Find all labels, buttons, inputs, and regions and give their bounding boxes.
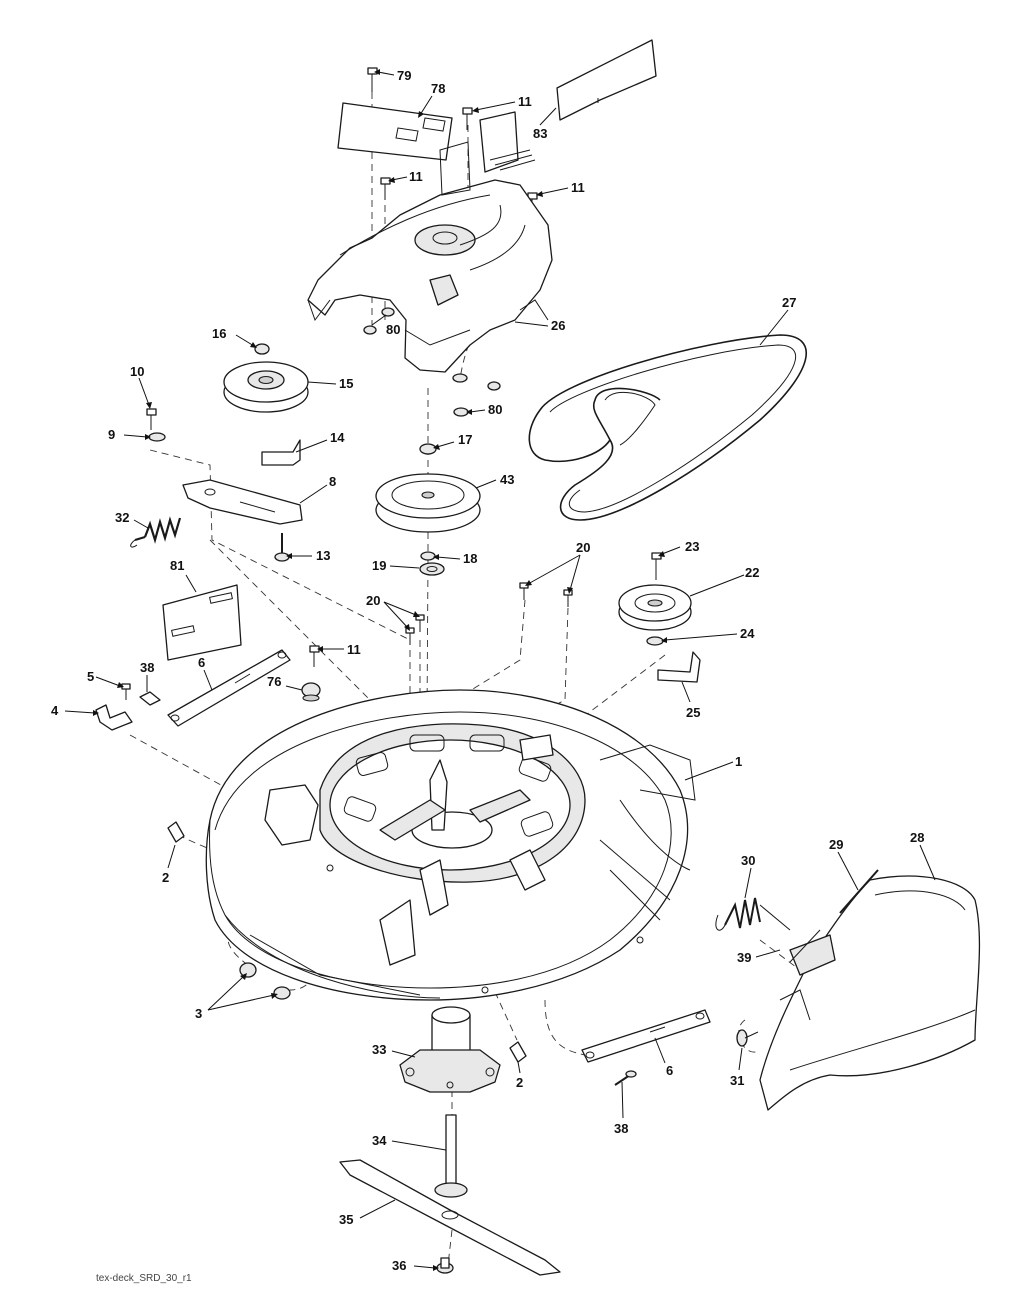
washer-part-24 [646,636,664,646]
blade-part-35 [339,1159,561,1276]
callout-10: 10 [130,364,144,379]
discharge-chute-part-28 [759,875,981,1111]
callout-32: 32 [115,510,129,525]
callout-81: 81 [170,558,184,573]
callout-leaders [64,69,936,1271]
bolt-part-31 [736,1029,759,1047]
callout-43: 43 [500,472,514,487]
pin-part-2-left [167,821,185,843]
callout-23: 23 [685,539,699,554]
callout-8: 8 [329,474,336,489]
callout-6: 6 [198,655,205,670]
callout-5: 5 [87,669,94,684]
callout-33: 33 [372,1042,386,1057]
callout-18: 18 [463,551,477,566]
callout-38: 38 [140,660,154,675]
callout-2: 2 [162,870,169,885]
link-part-6-lower [581,1009,711,1063]
plate-part-81 [162,584,242,661]
callout-26: 26 [551,318,565,333]
callout-25: 25 [686,705,700,720]
callout-1: 1 [735,754,742,769]
callout-78: 78 [431,81,445,96]
drive-belt-part-27 [528,334,807,521]
cover-plate-part-78 [337,102,453,161]
diagram-caption: tex-deck_SRD_30_r1 [96,1273,192,1284]
callout-11: 11 [347,642,361,657]
callout-24: 24 [740,626,755,641]
callout-29: 29 [829,837,843,852]
pin-part-2-bottom [509,1041,527,1063]
spindle-shaft-part-34 [434,1114,468,1198]
callout-6: 6 [666,1063,673,1078]
callout-30: 30 [741,853,755,868]
callout-39: 39 [737,950,751,965]
callout-19: 19 [372,558,386,573]
callout-2: 2 [516,1075,523,1090]
callout-9: 9 [108,427,115,442]
nut-part-76 [301,682,321,702]
callout-11: 11 [409,169,423,184]
callout-4: 4 [51,703,59,718]
callout-11: 11 [518,94,532,109]
callout-22: 22 [745,565,759,580]
callout-20: 20 [366,593,380,608]
callout-36: 36 [392,1258,406,1273]
bolt-part-36 [436,1257,454,1274]
bolt-part-20 [405,582,573,645]
callout-15: 15 [339,376,353,391]
bolt-part-13 [274,533,290,562]
spindle-housing-part-33 [399,1006,501,1093]
pin-part-38-upper [139,691,161,706]
nut-part-80 [363,307,501,417]
bolt-part-10 [146,408,157,430]
callout-13: 13 [316,548,330,563]
bolt-part-23 [651,552,662,580]
nut-part-17 [419,443,437,455]
callout-17: 17 [458,432,472,447]
idler-pulley-part-22 [618,584,692,631]
decal-part-83 [556,39,657,121]
pin-part-39 [769,949,781,954]
nut-part-3 [239,962,291,1000]
callout-80: 80 [386,322,400,337]
callout-79: 79 [397,68,411,83]
spring-part-32 [130,516,182,548]
bolt-part-11-top [462,107,473,130]
rod-part-29 [789,869,879,963]
spacer-part-18 [420,551,436,561]
callout-31: 31 [730,1073,744,1088]
pin-part-38-lower [614,1070,637,1086]
callout-labels: 79 78 11 83 11 11 27 26 80 80 16 15 10 9… [51,68,924,1273]
callout-38: 38 [614,1121,628,1136]
callout-76: 76 [267,674,281,689]
callout-11: 11 [571,180,585,195]
spring-part-30 [715,897,791,931]
bracket-part-25 [657,651,701,683]
drive-pulley-part-43 [375,473,481,533]
bracket-part-14 [261,439,301,466]
callout-83: 83 [533,126,547,141]
idler-pulley-part-15 [223,361,309,413]
callout-20: 20 [576,540,590,555]
bolt-part-11-left [380,177,391,200]
callout-14: 14 [330,430,345,445]
callout-35: 35 [339,1212,353,1227]
callout-28: 28 [910,830,924,845]
bearing-part-19 [419,562,445,576]
callout-27: 27 [782,295,796,310]
callout-34: 34 [372,1133,387,1148]
callout-3: 3 [195,1006,202,1021]
callout-16: 16 [212,326,226,341]
bracket-part-4 [95,704,133,731]
nut-part-16 [254,343,270,355]
belt-guard-part-26 [307,111,553,373]
washer-part-9 [148,432,166,442]
link-part-6-upper [167,649,291,727]
mower-deck-part-1 [205,689,696,1001]
idler-arm-part-8 [182,479,303,525]
callout-80: 80 [488,402,502,417]
